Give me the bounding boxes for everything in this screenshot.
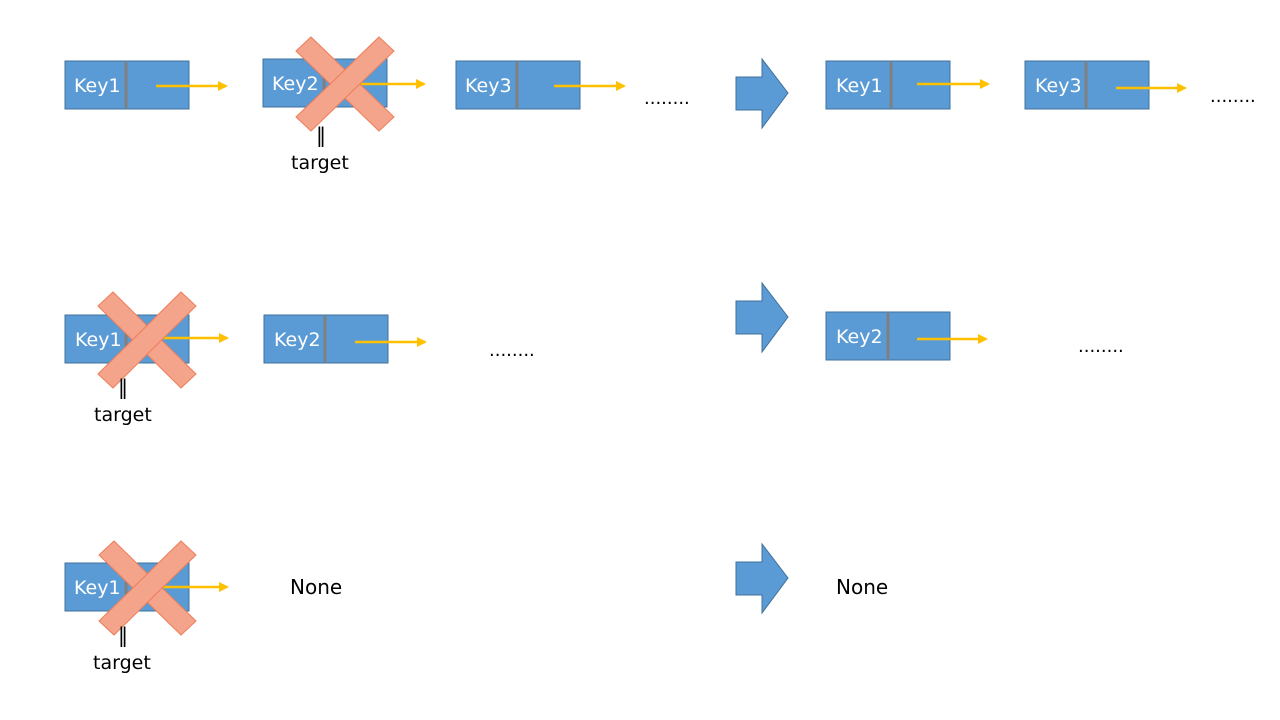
list-node-deleted: Key2 ‖ target [262, 36, 426, 174]
row-3-before: Key1 ‖ target None [64, 540, 342, 674]
list-node: Key2 [263, 314, 427, 364]
list-ellipsis: ........ [1210, 86, 1256, 107]
none-label: None [290, 575, 342, 599]
list-ellipsis: ........ [644, 88, 690, 109]
node-key-label: Key1 [74, 75, 121, 97]
list-node-deleted: Key1 ‖ target [64, 291, 229, 426]
list-node-deleted: Key1 ‖ target [64, 540, 229, 674]
node-key-label: Key3 [1035, 75, 1082, 97]
node-key-label: Key1 [74, 577, 121, 599]
list-node: Key3 [455, 60, 626, 110]
equals-sign: ‖ [118, 375, 128, 399]
row-1-before: Key1 Key2 ‖ target Key3 ........ [64, 36, 690, 174]
target-label: target [93, 652, 151, 674]
delete-cross-icon [295, 36, 395, 132]
transform-arrow-icon [735, 57, 789, 130]
node-key-label: Key1 [836, 75, 883, 97]
transform-arrow-icon [735, 542, 789, 615]
row-1: Key1 Key2 ‖ target Key3 ........ [64, 36, 1256, 174]
row-2: Key1 ‖ target Key2 ........ [64, 281, 1124, 426]
delete-cross-icon [97, 291, 197, 389]
target-label: target [291, 152, 349, 174]
none-label: None [836, 575, 888, 599]
row-2-after: Key2 ........ [825, 311, 1124, 361]
node-key-label: Key2 [836, 326, 883, 348]
row-3: Key1 ‖ target None None [64, 540, 888, 674]
node-key-label: Key1 [75, 329, 122, 351]
row-1-after: Key1 Key3 ........ [825, 60, 1256, 110]
node-key-label: Key2 [274, 329, 321, 351]
node-key-label: Key2 [272, 73, 319, 95]
equals-sign: ‖ [118, 623, 128, 647]
list-node: Key2 [825, 311, 988, 361]
row-3-after: None [836, 575, 888, 599]
list-node: Key3 [1024, 60, 1187, 110]
node-key-label: Key3 [465, 75, 512, 97]
target-label: target [94, 404, 152, 426]
list-node: Key1 [64, 60, 228, 110]
transform-arrow-icon [735, 281, 789, 354]
list-ellipsis: ........ [489, 340, 535, 361]
equals-sign: ‖ [316, 123, 326, 147]
list-ellipsis: ........ [1078, 336, 1124, 357]
list-node: Key1 [825, 60, 990, 110]
delete-cross-icon [98, 540, 197, 636]
row-2-before: Key1 ‖ target Key2 ........ [64, 291, 535, 426]
